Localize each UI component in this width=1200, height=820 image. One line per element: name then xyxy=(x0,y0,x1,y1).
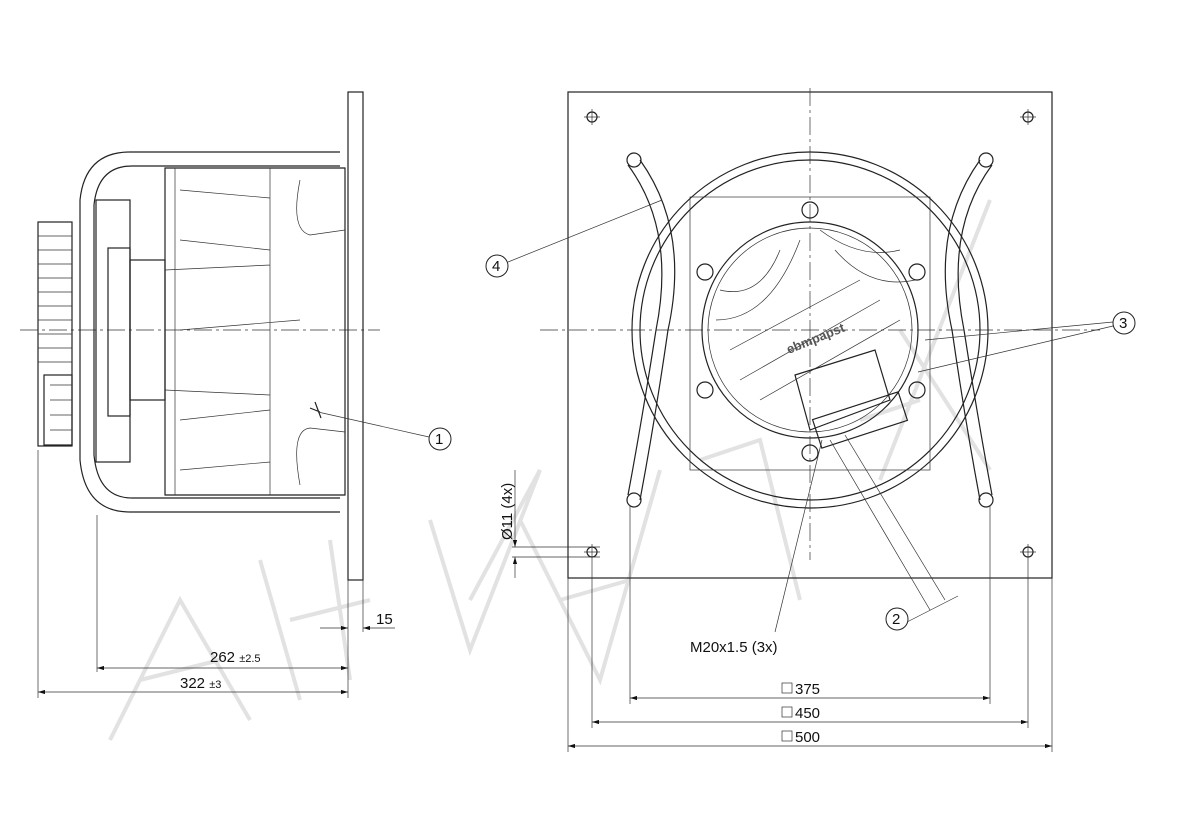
svg-text:3: 3 xyxy=(1119,315,1127,332)
dim-450: 450 xyxy=(781,705,820,722)
svg-text:375: 375 xyxy=(795,681,820,698)
front-view: ebmpapst 375 450 500 Ø11 (4x) M20x1.5 (3… xyxy=(485,88,1136,752)
cooling-fins xyxy=(37,221,73,447)
dim-flange: 15 xyxy=(376,611,393,628)
cable-glands-side xyxy=(43,374,73,446)
cable-glands xyxy=(811,391,909,449)
callout-1: 1 xyxy=(428,427,452,451)
svg-text:1: 1 xyxy=(435,431,443,448)
svg-text:500: 500 xyxy=(795,729,820,746)
callout-2: 2 xyxy=(885,607,909,631)
rating-label xyxy=(794,349,891,431)
mounting-holes xyxy=(584,109,1036,560)
motor-rear: ebmpapst xyxy=(696,201,926,462)
brand-logo: ebmpapst xyxy=(784,320,847,357)
dim-262: 262 ±2.5 xyxy=(210,649,261,666)
inlet-ring xyxy=(631,151,989,509)
tube-frame xyxy=(626,152,994,508)
side-view: 15 262 ±2.5 322 ±3 1 xyxy=(20,91,452,698)
svg-text:450: 450 xyxy=(795,705,820,722)
gland-thread-label: M20x1.5 (3x) xyxy=(690,639,778,656)
dim-375: 375 xyxy=(781,681,820,698)
dim-500: 500 xyxy=(781,729,820,746)
callout-3: 3 xyxy=(1112,311,1136,335)
label-marker xyxy=(309,401,322,419)
dim-hole: Ø11 (4x) xyxy=(499,483,516,540)
dim-322: 322 ±3 xyxy=(180,675,221,692)
callout-4: 4 xyxy=(485,254,509,278)
svg-text:4: 4 xyxy=(492,258,500,275)
svg-text:2: 2 xyxy=(892,611,900,628)
